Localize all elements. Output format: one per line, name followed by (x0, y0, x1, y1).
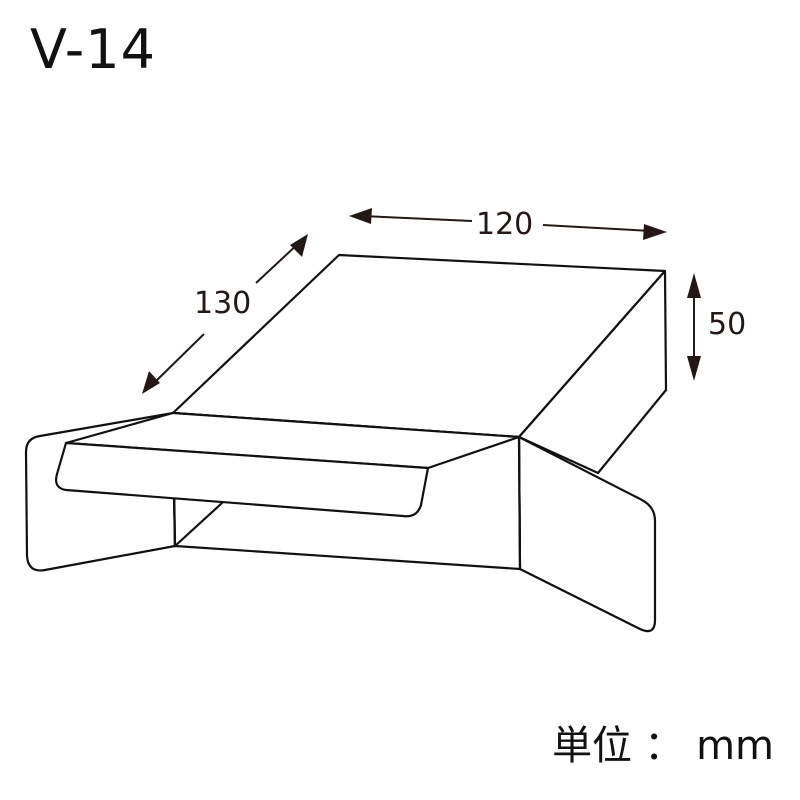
dimension-depth (142, 234, 308, 394)
arrow-right-icon (643, 224, 667, 240)
box-right-face (517, 269, 668, 475)
width-label: 120 (476, 207, 534, 242)
inner-vertical-edge (172, 496, 177, 548)
front-tab-flap (54, 441, 430, 518)
unit-note-separator: ： (644, 723, 685, 769)
arrow-left-icon (349, 208, 372, 224)
unit-note-label: 単位 (552, 723, 633, 769)
inner-diagonal-edge (173, 501, 224, 548)
height-label: 50 (708, 307, 747, 342)
dimension-height (687, 273, 701, 381)
depth-label: 130 (194, 286, 252, 321)
unit-note-unit: mm (696, 723, 774, 769)
dimension-width (349, 208, 667, 240)
right-flap (517, 435, 657, 633)
arrow-down-icon (687, 356, 701, 381)
right-flap-hinge (517, 435, 522, 571)
model-title: V-14 (30, 18, 156, 81)
unit-note: 単位：mm (552, 718, 774, 774)
arrow-up-right-icon (290, 234, 308, 257)
arrow-down-left-icon (142, 371, 160, 394)
arrow-up-icon (687, 273, 701, 298)
